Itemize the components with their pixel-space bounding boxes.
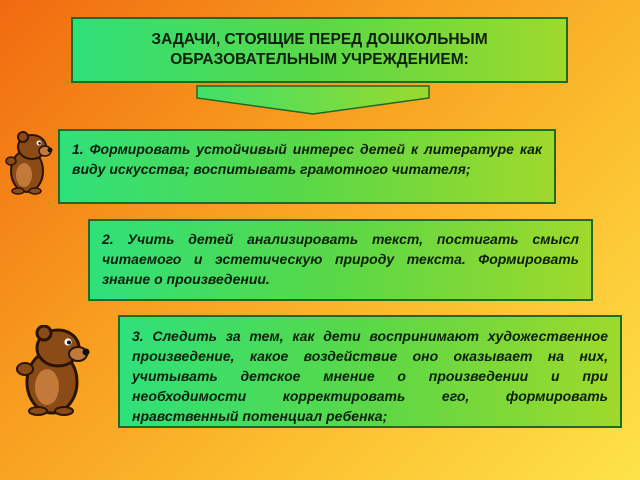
winnie-the-pooh-icon — [5, 131, 53, 195]
task-item-1: 1. Формировать устойчивый интерес детей … — [58, 129, 556, 204]
winnie-the-pooh-icon — [16, 325, 90, 416]
task-text: 1. Формировать устойчивый интерес детей … — [72, 141, 542, 177]
down-arrow-icon — [196, 85, 430, 115]
title-box: ЗАДАЧИ, СТОЯЩИЕ ПЕРЕД ДОШКОЛЬНЫМ ОБРАЗОВ… — [71, 17, 568, 83]
title-line-2: ОБРАЗОВАТЕЛЬНЫМ УЧРЕЖДЕНИЕМ: — [170, 51, 469, 68]
task-text: 3. Следить за тем, как дети воспринимают… — [132, 328, 608, 424]
task-text: 2. Учить детей анализировать текст, пост… — [102, 231, 579, 287]
task-item-2: 2. Учить детей анализировать текст, пост… — [88, 219, 593, 301]
task-item-3: 3. Следить за тем, как дети воспринимают… — [118, 315, 622, 428]
title-line-1: ЗАДАЧИ, СТОЯЩИЕ ПЕРЕД ДОШКОЛЬНЫМ — [151, 31, 488, 48]
page-title: ЗАДАЧИ, СТОЯЩИЕ ПЕРЕД ДОШКОЛЬНЫМ ОБРАЗОВ… — [151, 30, 487, 70]
